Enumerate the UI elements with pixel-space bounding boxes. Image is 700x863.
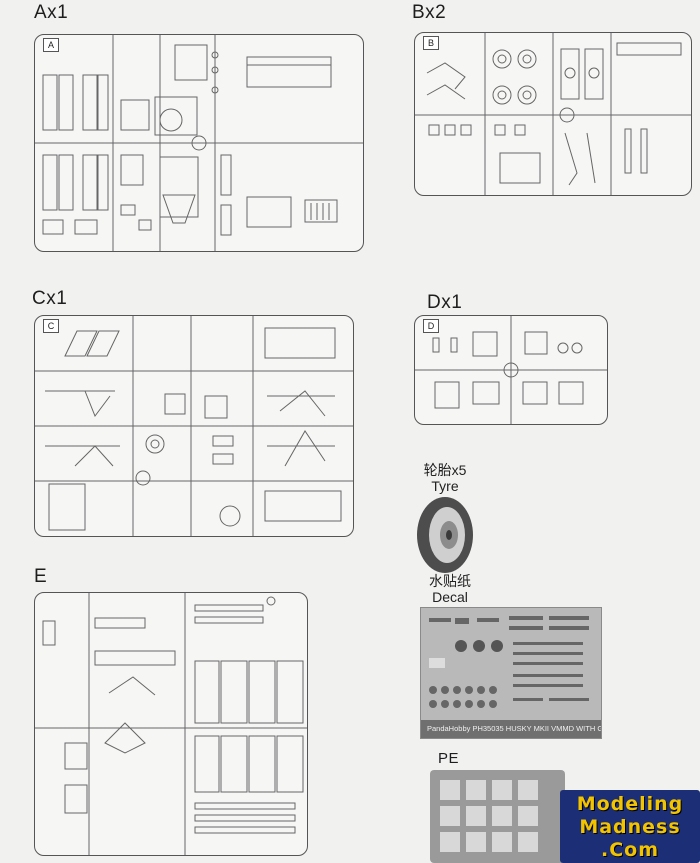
- sprue-d-frame: D: [414, 315, 608, 425]
- logo-line-3: .Com: [600, 839, 659, 861]
- sprue-c-frame: C: [34, 315, 354, 537]
- sprue-e-frame: [34, 592, 308, 856]
- pe-label: PE: [438, 750, 460, 767]
- sprue-c-parts: [35, 316, 353, 536]
- decal-sheet: PandaHobby PH35035 HUSKY MKII VMMD WITH …: [420, 607, 602, 739]
- sprue-c-letter: C: [43, 319, 59, 333]
- decal-markings: [429, 616, 589, 708]
- logo-line-1: Modeling: [576, 793, 684, 815]
- sprue-e-label: E: [34, 566, 48, 587]
- sprue-a-letter: A: [43, 38, 59, 52]
- tyre-label-en: Tyre: [431, 478, 459, 494]
- decal-label-en: Decal: [432, 589, 468, 605]
- sprue-a-parts: [35, 35, 363, 251]
- sprue-e-parts: [35, 593, 307, 855]
- decal-footer-text: PandaHobby PH35035 HUSKY MKII VMMD WITH …: [421, 720, 601, 738]
- logo-line-2: Madness: [579, 816, 681, 838]
- decal-label-cn: 水贴纸: [429, 573, 471, 589]
- sprue-b-parts: [415, 33, 691, 195]
- pe-fret: [430, 770, 565, 863]
- sprue-b-label: Bx2: [412, 2, 447, 23]
- sprue-a-label: Ax1: [34, 2, 69, 23]
- sprue-c-label: Cx1: [32, 288, 68, 309]
- sprue-b-letter: B: [423, 36, 439, 50]
- sprue-d-letter: D: [423, 319, 439, 333]
- sprue-d-label: Dx1: [427, 292, 463, 313]
- sprue-a-frame: A: [34, 34, 364, 252]
- tyre-label-cn: 轮胎x5: [423, 462, 467, 478]
- sprue-b-frame: B: [414, 32, 692, 196]
- tyre-image: [417, 497, 473, 573]
- modeling-madness-logo: Modeling Madness .Com: [560, 790, 700, 863]
- sprue-d-parts: [415, 316, 607, 424]
